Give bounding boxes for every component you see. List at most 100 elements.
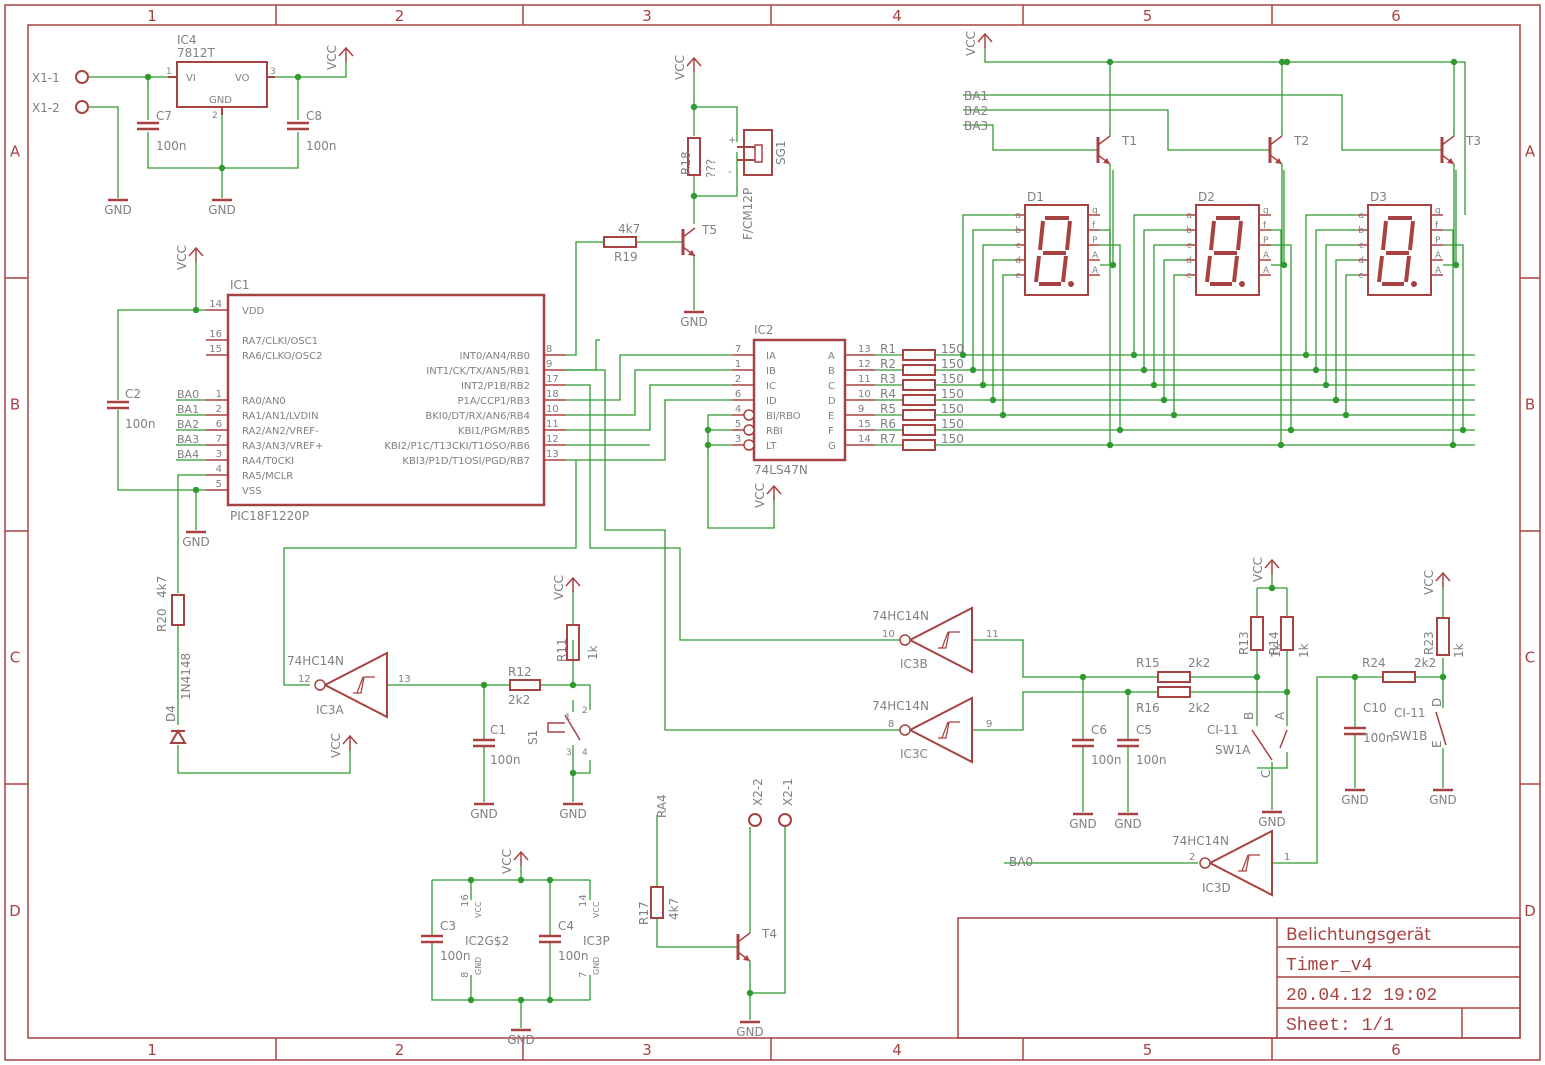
wire — [694, 152, 738, 197]
junction — [1459, 426, 1467, 434]
pin-label: b — [1358, 226, 1364, 236]
pin-num: 2 — [735, 374, 741, 385]
column-marker: 3 — [642, 7, 652, 25]
sw1b-name: SW1B — [1392, 729, 1427, 743]
junction — [704, 426, 712, 434]
transistor-collector — [682, 227, 696, 238]
junction — [1124, 688, 1132, 696]
junction — [1450, 58, 1458, 66]
r12-value: 2k2 — [508, 693, 530, 707]
vcc-label: VCC — [329, 733, 343, 758]
pin-label: RA7/CLKI/OSC1 — [242, 336, 318, 347]
junction — [467, 876, 475, 884]
pin-num: 8 — [460, 972, 471, 978]
vcc-arrow — [686, 56, 702, 67]
pin-label: e — [1186, 271, 1192, 281]
pin-label: RA3/AN3/VREF+ — [242, 441, 323, 452]
pin-num: 3 — [566, 748, 572, 758]
row-marker: C — [1525, 649, 1535, 667]
pin-label: P — [1263, 236, 1269, 246]
display-name: D3 — [1370, 190, 1387, 204]
ba1-label: BA1 — [964, 89, 988, 103]
gnd-label: GND — [1341, 793, 1369, 807]
pin-num: 12 — [546, 434, 559, 445]
column-marker: 3 — [642, 1041, 652, 1059]
pin-gnd: GND — [209, 95, 232, 106]
r11-value: 1k — [586, 645, 600, 660]
x1-2-label: X1-2 — [32, 101, 60, 115]
pin-label: F — [828, 426, 834, 437]
t5-name: T5 — [701, 223, 717, 237]
ic3a-name: IC3A — [316, 703, 345, 717]
wire — [707, 414, 775, 529]
pin-num: 6 — [216, 419, 222, 430]
wire — [984, 48, 1466, 215]
wire — [972, 229, 1015, 370]
gnd-label: GND — [104, 203, 132, 217]
seg-resistor-name: R5 — [880, 402, 896, 416]
wire — [195, 262, 206, 311]
seg-resistor-value: 150 — [941, 417, 964, 431]
junction — [192, 486, 200, 494]
ic2-type: 74LS47N — [754, 463, 808, 477]
schmitt-glyph — [353, 676, 375, 694]
junction — [1302, 351, 1310, 359]
c8-value: 100n — [306, 139, 337, 153]
r24-value: 2k2 — [1414, 656, 1436, 670]
pin-num: 3 — [270, 67, 276, 77]
pin-label: RA2/AN2/VREF- — [242, 426, 319, 437]
transistor-collector — [1441, 135, 1455, 146]
schmitt-glyph — [1241, 854, 1249, 872]
vcc-label: VCC — [175, 245, 189, 270]
gate-body — [907, 696, 973, 764]
gate-bubble — [899, 634, 911, 646]
pin-num: 1 — [166, 67, 172, 77]
c5-value: 100n — [1136, 753, 1167, 767]
ic2-name: IC2 — [754, 323, 774, 337]
gate-bubble — [1199, 857, 1211, 869]
c2-value: 100n — [125, 417, 156, 431]
wire — [117, 410, 206, 491]
pin-label: P — [1435, 236, 1441, 246]
net-label: BA4 — [177, 448, 199, 461]
pin-num: 9 — [858, 404, 864, 415]
junction — [294, 73, 302, 81]
pin-num: 10 — [882, 629, 895, 640]
junction — [1342, 411, 1350, 419]
pin-label: D — [828, 396, 836, 407]
wire — [963, 124, 1098, 151]
pin-num: 7 — [735, 344, 741, 355]
transistor-arrow — [688, 250, 695, 256]
t3-name: T3 — [1465, 134, 1481, 148]
pin-num: 12 — [858, 359, 871, 370]
pin-label: VDD — [242, 306, 265, 317]
c1-value: 100n — [490, 753, 521, 767]
pin-label: RA0/AN0 — [242, 396, 286, 407]
sw1a-name: SW1A — [1215, 743, 1251, 757]
column-marker: 1 — [147, 7, 157, 25]
segment — [1232, 255, 1239, 283]
pin-num: 4 — [216, 464, 222, 475]
pin-label: g — [1263, 206, 1269, 216]
junction — [1277, 441, 1285, 449]
column-marker: 5 — [1143, 7, 1153, 25]
pin-label: VCC — [474, 901, 483, 918]
net-label: BA1 — [177, 403, 199, 416]
sg1-type: F/CM12P — [741, 188, 755, 240]
resistor — [902, 394, 936, 406]
transistor-arrow — [1275, 158, 1282, 164]
c6-value: 100n — [1091, 753, 1122, 767]
pin-label: BKI0/DT/RX/AN6/RB4 — [425, 411, 530, 422]
pin-num: 1 — [1284, 852, 1290, 863]
wire — [1163, 259, 1186, 400]
pin-label: IA — [766, 351, 776, 362]
gnd-label: GND — [182, 535, 210, 549]
s1-name: S1 — [526, 730, 540, 745]
pin-label: g — [1435, 206, 1441, 216]
pin-label: BI/RBO — [766, 411, 801, 422]
pin-num: 5 — [216, 479, 222, 490]
row-marker: B — [10, 396, 20, 414]
resistor — [687, 137, 701, 176]
